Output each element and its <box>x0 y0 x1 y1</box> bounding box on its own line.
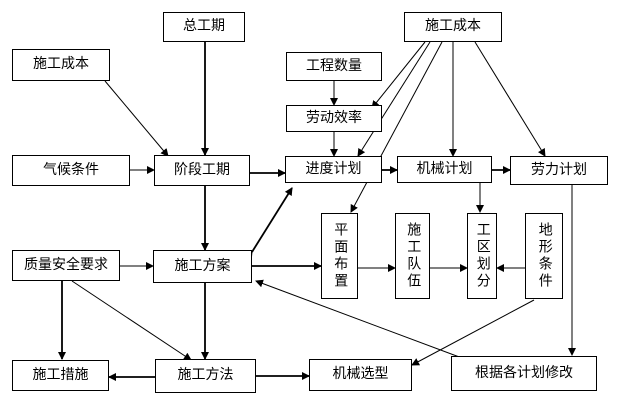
node-jieduangongqi: 阶段工期 <box>154 155 250 186</box>
arrow-chengben-xiaolv <box>371 41 426 109</box>
arrow-chengben-pingmian <box>350 41 443 213</box>
node-shigongfangfa: 施工方法 <box>155 359 256 393</box>
node-shigongfangan: 施工方案 <box>153 250 252 283</box>
arrow-chengben-jindu <box>357 41 431 157</box>
node-shigongchengben-top: 施工成本 <box>404 12 502 42</box>
node-jixiexuanxing: 机械选型 <box>309 359 412 391</box>
node-laolijihua: 劳力计划 <box>510 156 608 185</box>
node-shigongcuoshi: 施工措施 <box>12 360 109 391</box>
node-dixingtiaojian: 地形条件 <box>525 213 563 299</box>
arrow-chengben-jieduan <box>104 80 169 157</box>
node-zonggongqi: 总工期 <box>163 12 245 42</box>
node-gongquhuafen: 工区划分 <box>467 213 497 299</box>
node-pingmianbuzhi: 平面布置 <box>321 213 358 299</box>
arrow-fangan-jindu <box>244 187 293 261</box>
arrow-xiugai-fangan <box>255 279 463 359</box>
node-shigongduiwu: 施工队伍 <box>395 213 430 299</box>
node-jixiejihua: 机械计划 <box>397 156 492 183</box>
arrow-dixing-xuanxing <box>411 299 535 366</box>
node-gongchengshuliang: 工程数量 <box>286 52 382 81</box>
node-laodongxiaolv: 劳动效率 <box>286 105 382 132</box>
node-qihoutiaojian: 气候条件 <box>12 155 130 186</box>
arrow-chengben-laoli <box>474 41 546 157</box>
node-zhiliangyaoqiu: 质量安全要求 <box>12 250 120 281</box>
node-xiugai: 根据各计划修改 <box>451 356 597 391</box>
node-shigongchengben-left: 施工成本 <box>12 49 110 81</box>
node-jindujihua: 进度计划 <box>285 156 382 183</box>
arrow-zhiliang-fangfa <box>71 280 192 361</box>
